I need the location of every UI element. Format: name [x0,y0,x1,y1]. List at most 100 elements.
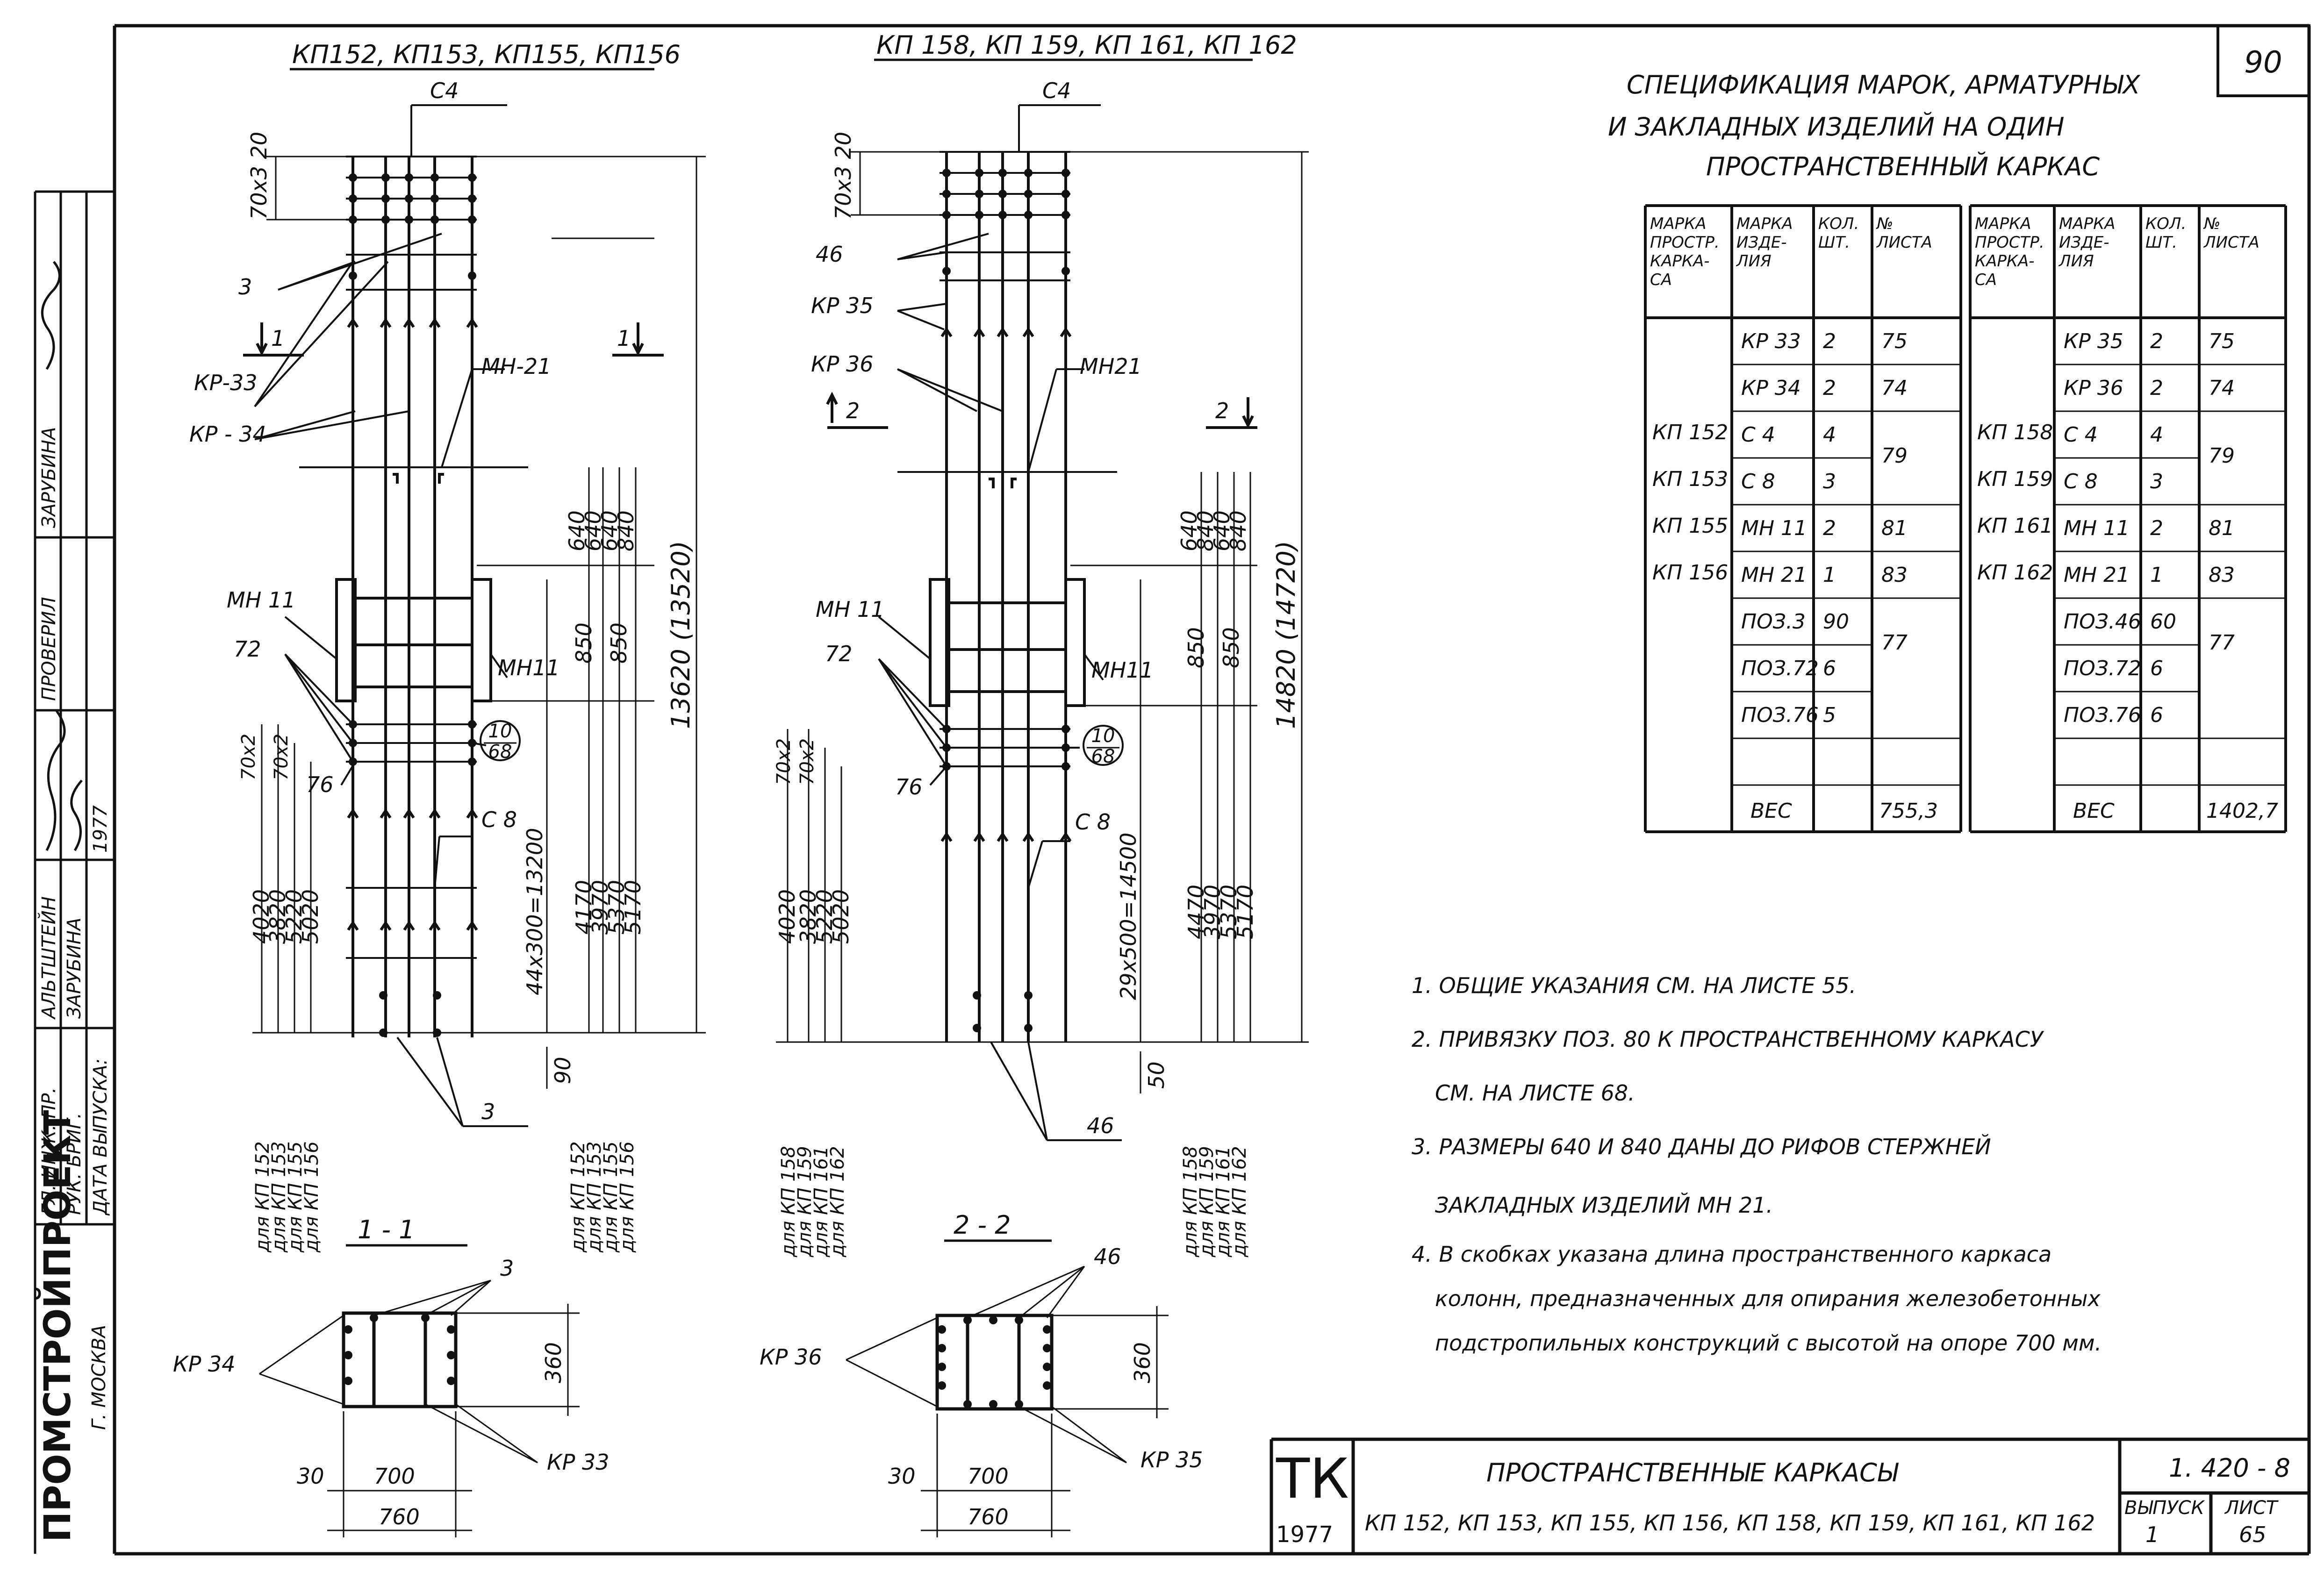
spec-cell: С 8 [2064,470,2098,493]
spec-cell: 74 [1881,376,1908,400]
brand-left-2: для КП 161 [811,1146,832,1257]
tb-issue: 1 [2145,1522,2159,1547]
spec-cell: 81 [2209,516,2235,540]
note-line-3: СМ. НА ЛИСТЕ 68. [1435,1080,1635,1106]
brand-right-0: для КП 152 [567,1141,589,1253]
label-pos3: 3 [238,274,252,300]
spec-cell: КР 35 [2064,329,2123,353]
section-mark-right: 1 [617,326,631,351]
section-mark-left: 2 [846,398,860,423]
spec-weight: 755,3 [1879,799,1938,823]
spec-cell: С 4 [1741,423,1775,447]
spec-cell: 2 [2150,516,2163,540]
dim-850-0: 850 [1184,627,1209,668]
spec-cell: 4 [2150,423,2163,447]
tb-subtitle: КП 152, КП 153, КП 155, КП 156, КП 158, … [1365,1510,2095,1536]
dimension-lines [252,156,706,1089]
label-pos46: 46 [816,242,843,267]
dim-end: 90 [550,1057,575,1084]
spec-cell: 75 [2209,329,2235,353]
callout-top: 10 [488,721,512,742]
dim-right-1: 3970 [1200,885,1225,939]
spec-cell: ПОЗ.72 [2064,657,2141,680]
brand-left-1: для КП 159 [794,1146,816,1257]
dim-spacing: 44х300=13200 [522,828,547,995]
spec-frame-mark: КП 158 [1977,421,2053,444]
brand-right-3: для КП 162 [1229,1146,1250,1257]
dim-left-0: 4020 [775,889,800,944]
spec-cell: КР 33 [1741,329,1801,353]
callout-bottom: 68 [488,741,512,763]
spec-cell: 79 [2209,444,2235,468]
section-offset: 30 [297,1464,324,1489]
spec-cell: 1 [2150,563,2163,587]
dim-right-1: 3970 [588,880,613,935]
spec-frame-mark: КП 152 [1652,421,1728,444]
brand-left-0: для КП 152 [252,1141,273,1253]
dim-640-0: 640 [1176,510,1202,551]
dim-640-2: 640 [1209,510,1234,551]
spec-header: МАРКА [2059,214,2116,233]
spec-title-2: И ЗАКЛАДНЫХ ИЗДЕЛИЙ НА ОДИН [1608,112,2064,142]
spec-cell: ПОЗ.3 [1741,610,1806,634]
spec-cell: 2 [1823,376,1836,400]
dim-right-3: 5170 [620,880,646,935]
section-w-inner: 700 [968,1464,1009,1489]
spec-frame-mark: КП 159 [1977,467,2053,491]
spec-cell: 3 [1823,470,1836,493]
dim-left-0: 4020 [249,889,274,944]
label-s4: С4 [430,78,459,103]
spec-header: ЛИСТА [1876,233,1932,252]
spec-header: ШТ. [1818,233,1850,252]
drawing-header: КП 158, КП 159, КП 161, КП 162 [876,30,1297,60]
spec-cell: 81 [1881,516,1908,540]
label-kr-b: КР 36 [811,351,874,377]
detail-callout [480,720,521,761]
section-kr-left: КР 34 [173,1351,236,1377]
spec-cell: ПОЗ.46 [2064,610,2141,634]
spec-cell: 75 [1881,329,1908,353]
label-mn11-right: МН11 [1091,657,1154,683]
stamp-org: ПРОМСТРОЙПРОЕКТ [36,1110,79,1542]
label-kr-a: КР-33 [194,370,258,395]
spec-header: ЛИЯ [2058,252,2094,271]
label-mn21: МН21 [1080,354,1142,379]
spec-cell: 2 [2150,329,2163,353]
stamp-city: Г. МОСКВА [88,1325,110,1430]
dimension-lines [776,151,1309,1093]
dim-right-0: 4470 [1184,885,1209,939]
section-marks [826,392,1257,429]
label-s8: С 8 [1075,809,1111,835]
tb-sheet: 65 [2239,1522,2267,1547]
spec-header: КОЛ. [2145,214,2186,233]
spec-header: КАРКА- [1975,252,2035,271]
spec-cell: 60 [2150,610,2176,634]
brand-right-2: для КП 155 [600,1141,622,1253]
spec-weight: 1402,7 [2206,799,2278,823]
spec-cell: КР 36 [2064,376,2123,400]
stamp-name-2: ЗАРУБИНА [64,918,85,1019]
spec-cell: 74 [2209,376,2235,400]
spec-header: КОЛ. [1818,214,1859,233]
spec-header: ПРОСТР. [1650,233,1720,252]
dim-right-2: 5370 [604,880,629,935]
tb-year: 1977 [1276,1522,1333,1548]
spec-cell: 6 [2150,657,2163,680]
note-line-7: колонн, предназначенных для опирания жел… [1435,1286,2101,1311]
section-1-1: 1 - 1 3 КР 34 [173,1215,610,1537]
tb-issue-label: ВЫПУСК [2124,1497,2205,1519]
spec-header: № [2203,214,2220,233]
dim-right-2: 5370 [1216,885,1241,939]
dim-640-0: 640 [564,510,589,551]
tb-sheet-label: ЛИСТ [2224,1497,2279,1519]
section-w-outer: 760 [379,1504,420,1529]
title-block: ТК 1977 ПРОСТРАНСТВЕННЫЕ КАРКАСЫ КП 152,… [1270,1437,2309,1554]
spec-header: ЛИСТА [2203,233,2259,252]
callout-bottom: 68 [1091,746,1115,767]
label-s4: С4 [1042,78,1071,103]
rebar-dots [349,173,476,1037]
spec-cell: С 8 [1741,470,1775,493]
label-pos-bottom: 3 [481,1099,495,1124]
label-s8: С 8 [481,807,517,832]
stamp-checked-name: ЗАРУБИНА [38,427,60,528]
